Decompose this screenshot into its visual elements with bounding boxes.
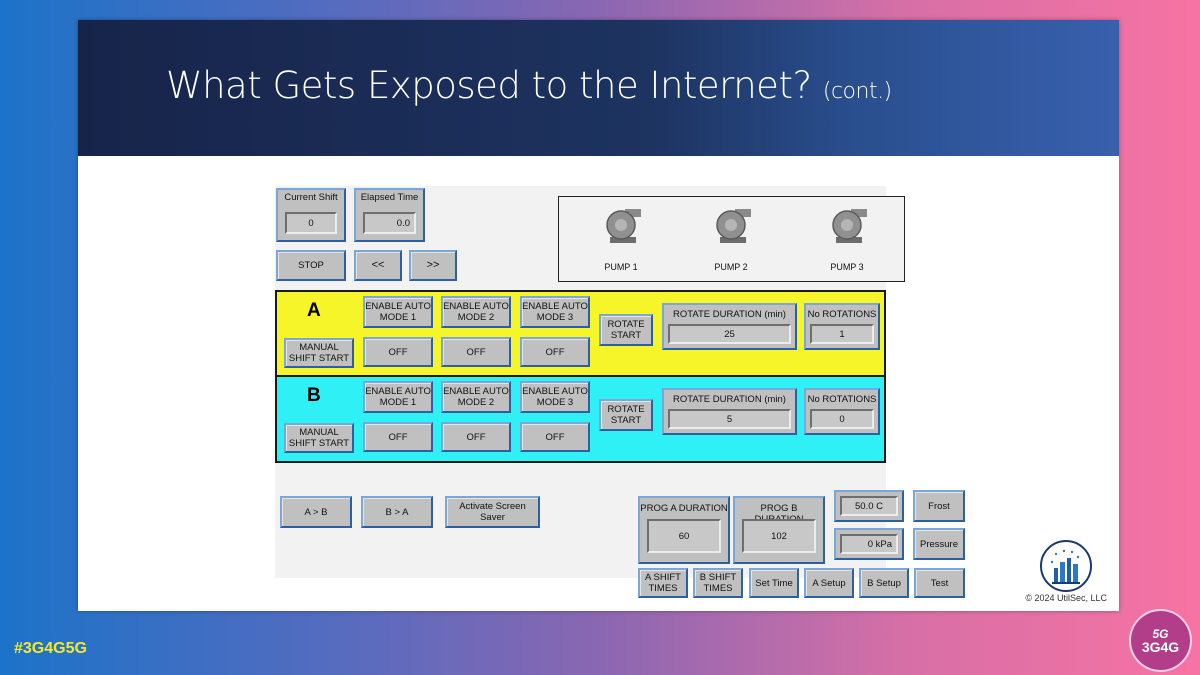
hashtag-text: #3G4G5G [14, 640, 87, 657]
elapsed-time-label: Elapsed Time [360, 192, 419, 203]
panel-a-no-rotations-value: 1 [810, 324, 874, 344]
a-to-b-button[interactable]: A > B [280, 496, 352, 528]
panel-b-rotate-duration[interactable]: ROTATE DURATION (min) 5 [662, 388, 797, 435]
city-grid-icon [1050, 549, 1080, 584]
panel-a-mode-3-toggle[interactable]: OFF [520, 337, 590, 367]
panel-b-no-rotations[interactable]: No ROTATIONS 0 [804, 388, 880, 435]
pump-status-box: PUMP 1 PUMP 2 PUMP 3 [558, 196, 905, 282]
panel-a-rotate-duration-value: 25 [668, 324, 791, 344]
hmi-screen: Current Shift 0 Elapsed Time 0.0 STOP <<… [275, 186, 965, 598]
stop-button[interactable]: STOP [276, 250, 346, 281]
prog-a-duration-label: PROG A DURATION [640, 503, 728, 514]
panel-a-manual-shift-start-button[interactable]: MANUAL SHIFT START [284, 338, 354, 368]
panel-a-enable-auto-mode-3-button[interactable]: ENABLE AUTO MODE 3 [520, 296, 590, 328]
elapsed-time-display: Elapsed Time 0.0 [354, 188, 425, 242]
slide: What Gets Exposed to the Internet? (cont… [78, 20, 1119, 611]
pressure-display: 0 kPa [834, 528, 904, 560]
brand-logo-top: 5G [1152, 626, 1169, 641]
panel-a-mode-1-toggle[interactable]: OFF [363, 337, 433, 367]
slide-title: What Gets Exposed to the Internet? (cont… [166, 64, 892, 107]
panel-a: A MANUAL SHIFT START ENABLE AUTO MODE 1 … [275, 290, 886, 377]
panel-b-mode-2-toggle[interactable]: OFF [441, 422, 511, 452]
temperature-display: 50.0 C [834, 490, 904, 522]
activate-screen-saver-button[interactable]: Activate Screen Saver [445, 496, 540, 528]
panel-b-rotate-duration-label: ROTATE DURATION (min) [673, 394, 786, 405]
elapsed-time-value: 0.0 [363, 212, 416, 234]
brand-logo: 5G 3G4G [1129, 609, 1192, 672]
pump-1-icon [606, 209, 641, 243]
panel-a-rotate-start-button[interactable]: ROTATE START [599, 314, 653, 346]
pump-3-icon [832, 209, 867, 243]
panel-b-no-rotations-label: No ROTATIONS [807, 394, 877, 405]
panel-b-enable-auto-mode-3-button[interactable]: ENABLE AUTO MODE 3 [520, 381, 590, 413]
panel-b-manual-shift-start-button[interactable]: MANUAL SHIFT START [284, 423, 354, 453]
panel-a-no-rotations[interactable]: No ROTATIONS 1 [804, 303, 880, 350]
frost-button[interactable]: Frost [913, 490, 965, 522]
prog-b-duration-value: 102 [742, 519, 816, 553]
b-to-a-button[interactable]: B > A [361, 496, 433, 528]
pressure-button[interactable]: Pressure [913, 528, 965, 560]
current-shift-label: Current Shift [284, 192, 338, 203]
current-shift-value: 0 [285, 212, 337, 234]
panel-a-letter: A [307, 300, 321, 321]
panel-b-no-rotations-value: 0 [810, 409, 874, 429]
pump-2-icon [716, 209, 751, 243]
panel-a-no-rotations-label: No ROTATIONS [807, 309, 877, 320]
panel-a-rotate-duration[interactable]: ROTATE DURATION (min) 25 [662, 303, 797, 350]
panel-b-mode-3-toggle[interactable]: OFF [520, 422, 590, 452]
prog-b-duration[interactable]: PROG B DURATION 102 [733, 496, 825, 564]
panel-a-rotate-duration-label: ROTATE DURATION (min) [673, 309, 786, 320]
panel-b-enable-auto-mode-1-button[interactable]: ENABLE AUTO MODE 1 [363, 381, 433, 413]
a-shift-times-button[interactable]: A SHIFT TIMES [638, 568, 688, 598]
current-shift-display: Current Shift 0 [276, 188, 346, 242]
back-button[interactable]: << [354, 250, 402, 281]
panel-b-letter: B [307, 385, 321, 406]
b-shift-times-button[interactable]: B SHIFT TIMES [693, 568, 743, 598]
panel-b-mode-1-toggle[interactable]: OFF [363, 422, 433, 452]
brand-logo-bottom: 3G4G [1141, 638, 1180, 655]
slide-header: What Gets Exposed to the Internet? (cont… [78, 20, 1119, 156]
pump-1-label: PUMP 1 [604, 262, 638, 272]
pump-3-label: PUMP 3 [830, 262, 864, 272]
copyright-text: © 2024 UtilSec, LLC [1025, 593, 1107, 603]
pressure-value: 0 kPa [840, 534, 898, 554]
slide-title-suffix: (cont.) [822, 79, 892, 104]
panel-b-rotate-duration-value: 5 [668, 409, 791, 429]
panel-a-mode-2-toggle[interactable]: OFF [441, 337, 511, 367]
slide-title-main: What Gets Exposed to the Internet? [166, 64, 812, 107]
temperature-value: 50.0 C [840, 496, 898, 516]
panel-b-enable-auto-mode-2-button[interactable]: ENABLE AUTO MODE 2 [441, 381, 511, 413]
utilsec-logo [1040, 540, 1092, 592]
prog-a-duration[interactable]: PROG A DURATION 60 [638, 496, 730, 564]
panel-b: B MANUAL SHIFT START ENABLE AUTO MODE 1 … [275, 375, 886, 463]
test-button[interactable]: Test [914, 568, 965, 598]
panel-b-rotate-start-button[interactable]: ROTATE START [599, 399, 653, 431]
forward-button[interactable]: >> [409, 250, 457, 281]
pump-2-label: PUMP 2 [714, 262, 748, 272]
panel-a-enable-auto-mode-1-button[interactable]: ENABLE AUTO MODE 1 [363, 296, 433, 328]
b-setup-button[interactable]: B Setup [859, 568, 909, 598]
prog-a-duration-value: 60 [647, 519, 721, 553]
a-setup-button[interactable]: A Setup [804, 568, 854, 598]
set-time-button[interactable]: Set Time [749, 568, 799, 598]
panel-a-enable-auto-mode-2-button[interactable]: ENABLE AUTO MODE 2 [441, 296, 511, 328]
